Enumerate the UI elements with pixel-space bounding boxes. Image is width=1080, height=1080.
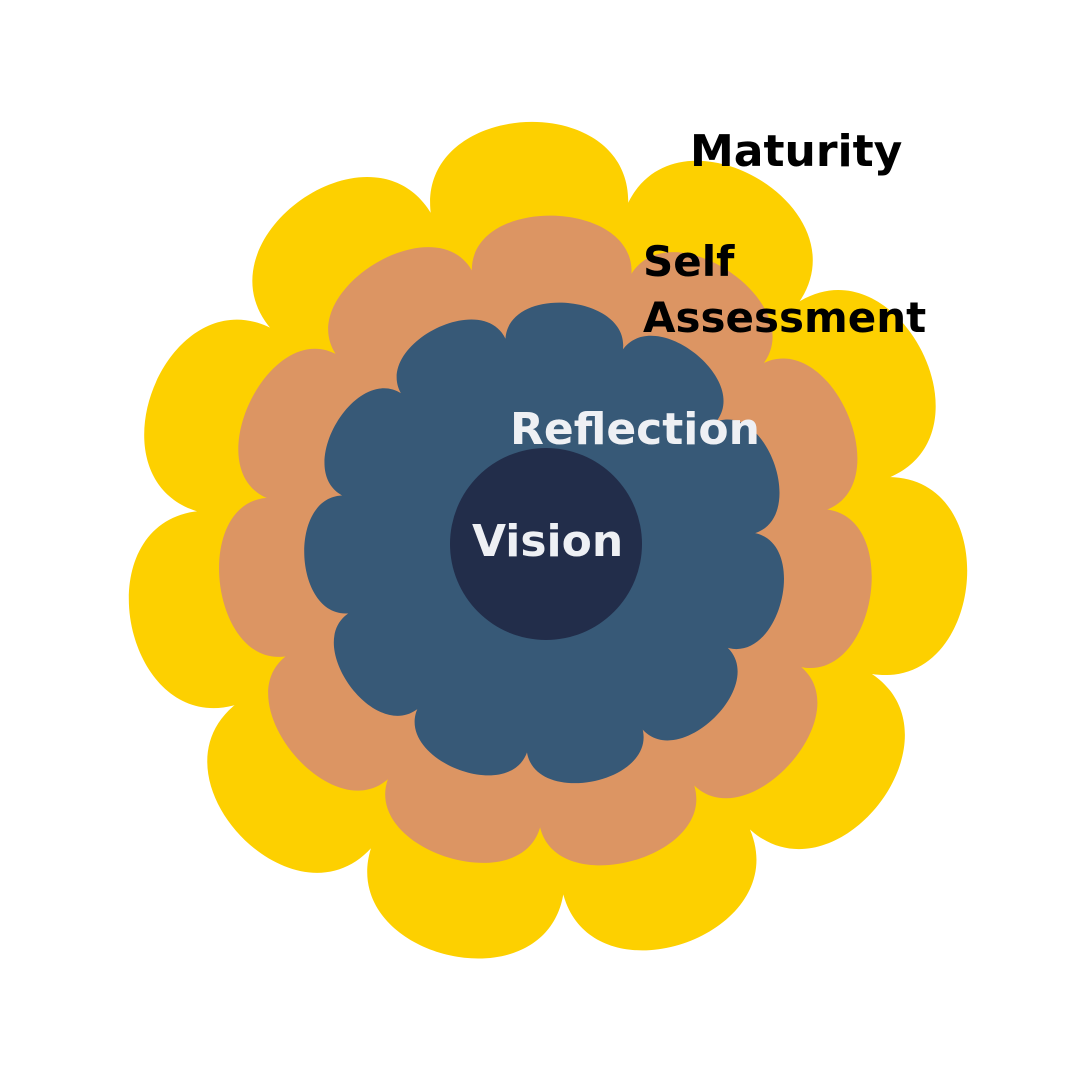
maturity-label: Maturity [690, 126, 902, 177]
vision-label: Vision [472, 516, 623, 567]
self-assessment-label: Self Assessment [643, 237, 926, 342]
reflection-label: Reflection [510, 404, 760, 455]
vision-center-circle [450, 448, 642, 640]
self-assessment-label-line-2: Assessment [643, 293, 926, 342]
self-assessment-label-line-1: Self [643, 237, 735, 286]
